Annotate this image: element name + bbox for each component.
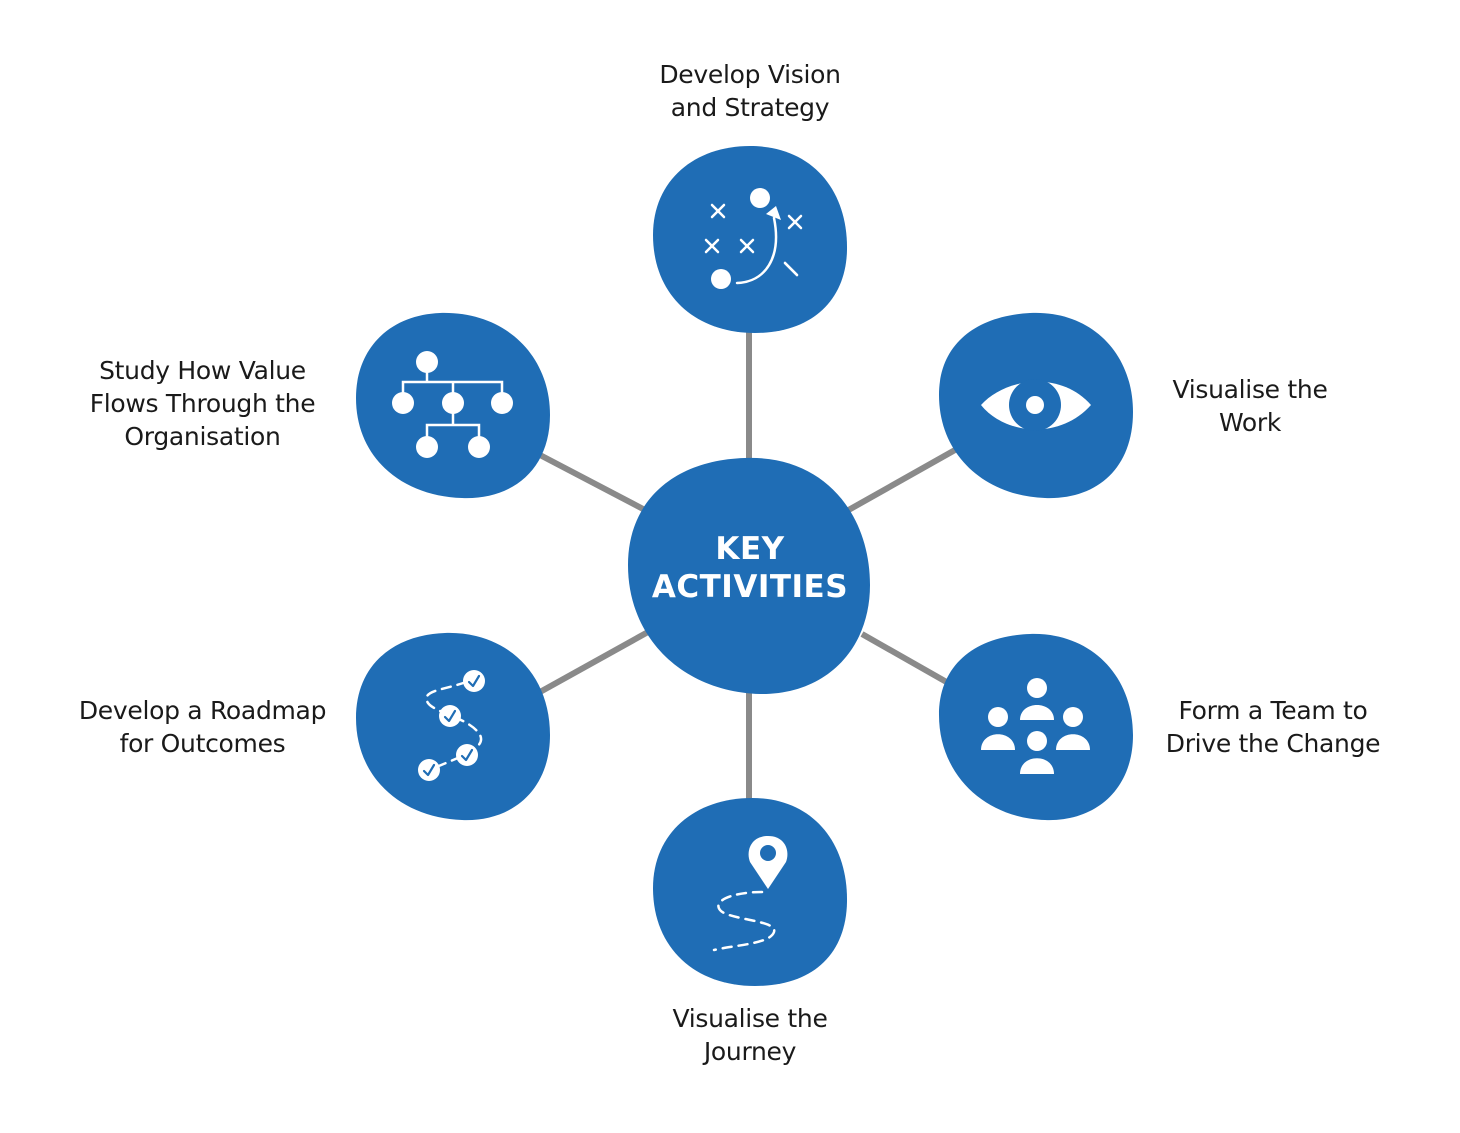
label-journey: Visualise the Journey [630, 1002, 870, 1068]
connector-roadmap [538, 629, 650, 695]
label-value-flow: Study How Value Flows Through the Organi… [60, 354, 345, 453]
label-line: Develop a Roadmap [78, 696, 327, 725]
label-line: Journey [703, 1037, 797, 1066]
team-people-icon [981, 678, 1090, 774]
label-line: Flows Through the [89, 389, 316, 418]
org-chart-icon [392, 351, 513, 458]
label-line: Visualise the [1172, 375, 1328, 404]
label-line: and Strategy [670, 93, 830, 122]
center-node-blob [628, 457, 870, 695]
connectors [538, 330, 957, 805]
node-vision[interactable] [653, 146, 848, 333]
eye-icon [981, 379, 1091, 431]
strategy-play-icon [704, 188, 803, 289]
label-visualise-work: Visualise the Work [1140, 373, 1360, 439]
label-line: Develop Vision [659, 60, 841, 89]
node-roadmap[interactable] [356, 632, 550, 821]
label-roadmap: Develop a Roadmap for Outcomes [55, 694, 350, 760]
node-value-flow[interactable] [356, 312, 550, 499]
label-line: Study How Value [99, 356, 306, 385]
node-vision-blob [653, 146, 848, 333]
label-team: Form a Team to Drive the Change [1148, 694, 1398, 760]
label-line: for Outcomes [119, 729, 286, 758]
label-line: Visualise the [672, 1004, 828, 1033]
roadmap-checkpoints-icon [418, 670, 485, 781]
label-line: Work [1218, 408, 1282, 437]
node-team-blob [939, 633, 1133, 821]
label-line: Form a Team to [1178, 696, 1368, 725]
center-title: KEY ACTIVITIES [630, 530, 870, 606]
map-pin-path-icon [712, 836, 788, 952]
node-journey-blob [653, 798, 848, 986]
connector-team [860, 631, 952, 687]
connector-value-flow [538, 452, 647, 513]
label-line: Organisation [124, 422, 281, 451]
node-team[interactable] [939, 633, 1133, 821]
center-title-line-2: ACTIVITIES [651, 569, 849, 605]
node-visualise-work[interactable] [939, 312, 1133, 499]
label-vision: Develop Vision and Strategy [620, 58, 880, 124]
node-journey[interactable] [653, 798, 848, 986]
connector-visualise-work [843, 447, 957, 515]
label-line: Drive the Change [1165, 729, 1381, 758]
center-title-line-1: KEY [715, 531, 785, 567]
